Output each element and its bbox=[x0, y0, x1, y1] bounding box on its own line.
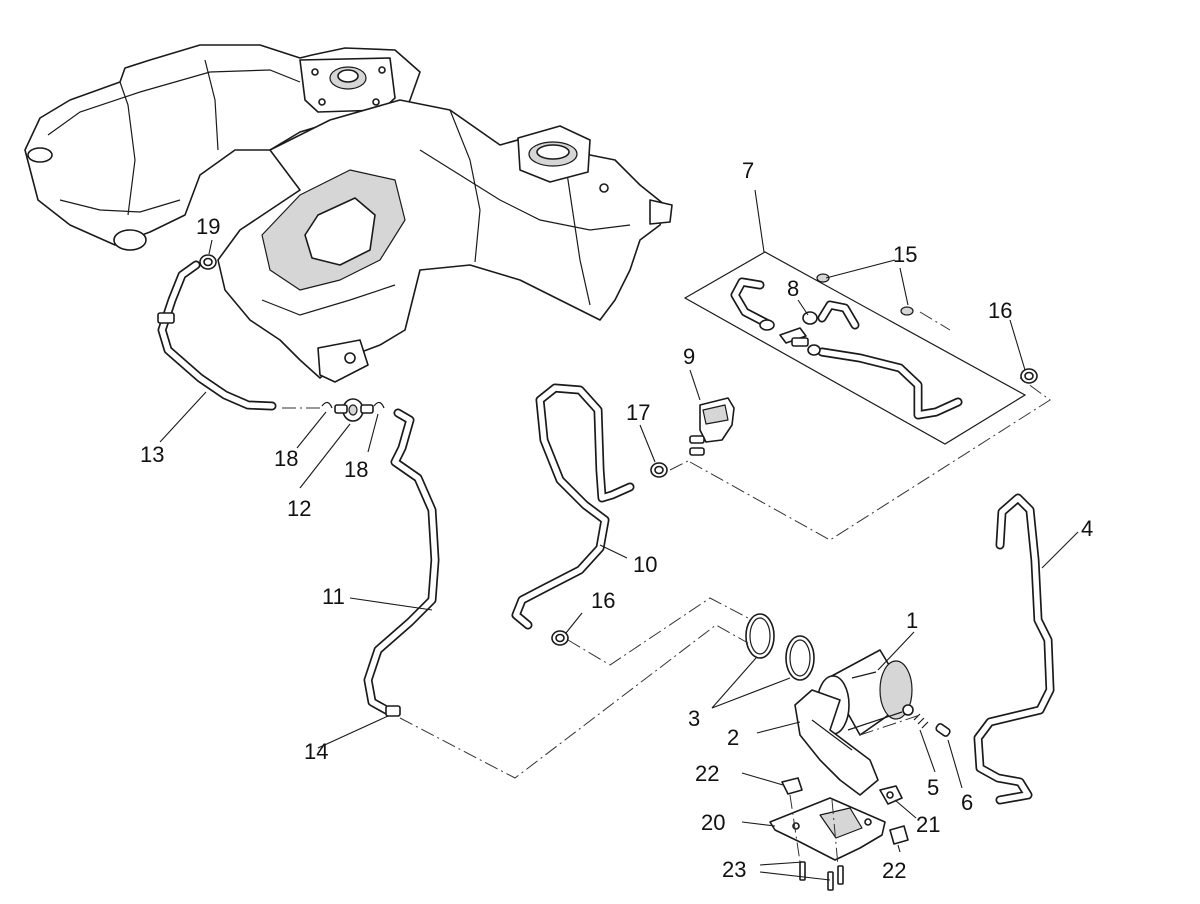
callout-15: 15 bbox=[893, 242, 917, 267]
callout-18-right: 18 bbox=[344, 457, 368, 482]
clamp-16-lower bbox=[551, 630, 569, 646]
callout-22-left: 22 bbox=[695, 761, 719, 786]
kit-7-hoses bbox=[730, 273, 963, 420]
fitting-14 bbox=[385, 705, 401, 717]
callout-16-lower: 16 bbox=[591, 588, 615, 613]
hose-4 bbox=[973, 493, 1055, 805]
callout-14: 14 bbox=[304, 739, 328, 764]
rings-3 bbox=[745, 613, 815, 681]
callout-22-right: 22 bbox=[882, 858, 906, 883]
clips-18 bbox=[321, 401, 385, 409]
callout-6: 6 bbox=[961, 790, 973, 815]
fastener-21 bbox=[879, 785, 903, 805]
bracket-2 bbox=[794, 689, 879, 796]
callout-18-left: 18 bbox=[274, 446, 298, 471]
hose-13 bbox=[157, 260, 277, 411]
callout-2: 2 bbox=[727, 725, 739, 750]
leader-lines bbox=[159, 189, 1079, 881]
callout-9: 9 bbox=[683, 344, 695, 369]
callout-1: 1 bbox=[906, 608, 918, 633]
callout-19: 19 bbox=[196, 214, 220, 239]
parts-5-6 bbox=[913, 713, 951, 737]
connection-lines bbox=[282, 311, 1051, 867]
clamp-16-upper bbox=[1020, 368, 1038, 384]
base-plate-20 bbox=[769, 797, 886, 861]
callout-7: 7 bbox=[742, 158, 754, 183]
hose-10 bbox=[511, 383, 635, 630]
clamp-19 bbox=[199, 254, 217, 270]
fuel-tank bbox=[24, 44, 673, 383]
valve-12 bbox=[334, 398, 374, 422]
clips-22 bbox=[781, 777, 909, 845]
callout-21: 21 bbox=[916, 812, 940, 837]
callout-23: 23 bbox=[722, 857, 746, 882]
callout-12: 12 bbox=[287, 496, 311, 521]
callout-16-upper: 16 bbox=[988, 298, 1012, 323]
callout-8: 8 bbox=[787, 276, 799, 301]
callout-10: 10 bbox=[633, 552, 657, 577]
callout-3: 3 bbox=[688, 706, 700, 731]
callout-17: 17 bbox=[626, 400, 650, 425]
callout-labels: 7 15 8 16 9 17 10 16 1 4 3 2 5 6 22 20 2… bbox=[140, 158, 1093, 883]
callout-11: 11 bbox=[322, 584, 345, 609]
valve-9 bbox=[689, 397, 735, 456]
callout-5: 5 bbox=[927, 775, 939, 800]
callout-20: 20 bbox=[701, 810, 725, 835]
hose-11 bbox=[363, 408, 440, 717]
kit-7-frame bbox=[683, 251, 1027, 445]
callout-4: 4 bbox=[1081, 516, 1093, 541]
bolts-23 bbox=[799, 861, 844, 891]
clamp-17 bbox=[650, 462, 668, 478]
callout-13: 13 bbox=[140, 442, 164, 467]
